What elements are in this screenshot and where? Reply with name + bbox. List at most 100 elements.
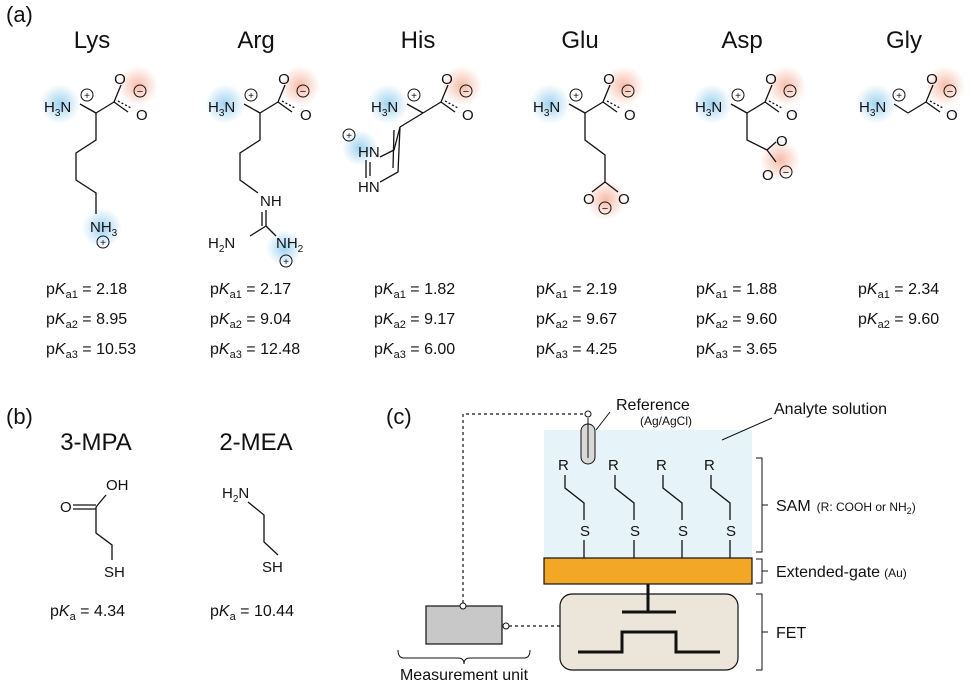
svg-text:S: S	[580, 523, 590, 540]
pka-glu: pKa1 = 2.19 pKa2 = 9.67 pKa3 = 4.25	[536, 281, 617, 361]
pka-2mea: pKa = 10.44	[210, 603, 294, 623]
pka-gly: pKa1 = 2.34 pKa2 = 9.60	[858, 281, 939, 331]
svg-text:+: +	[346, 131, 352, 142]
name-asp: Asp	[721, 27, 762, 54]
svg-text:−: −	[300, 86, 306, 98]
svg-text:O: O	[762, 167, 774, 184]
gly-pk2: 9.60	[908, 311, 939, 328]
svg-text:H3N: H3N	[44, 99, 71, 119]
svg-text:pKa1 = 2.19: pKa1 = 2.19	[536, 281, 617, 301]
svg-text:pKa3 = 10.53: pKa3 = 10.53	[46, 341, 136, 361]
unit-terminal-top	[459, 602, 467, 610]
svg-text:−: −	[602, 203, 608, 215]
svg-text:O: O	[583, 191, 595, 208]
svg-text:OH: OH	[106, 477, 129, 494]
panel-a-label: (a)	[6, 2, 33, 27]
svg-text:R: R	[608, 457, 619, 474]
svg-text:+: +	[100, 238, 106, 249]
structure-his: H3N + O O − HN HN +	[342, 66, 482, 196]
gate-label: Extended-gate(Au)	[776, 564, 907, 581]
sam-chains: RS RS RS RS	[558, 457, 736, 558]
svg-text:O: O	[776, 133, 788, 150]
gly-pk1: 2.34	[908, 281, 939, 298]
analyte-pointer	[721, 417, 773, 441]
svg-text:HN: HN	[358, 179, 380, 196]
arg-pk3: 12.48	[260, 341, 300, 358]
svg-text:HN: HN	[358, 144, 380, 161]
pka-lys: pKa1 = 2.18 pKa2 = 8.95 pKa3 = 10.53	[46, 281, 136, 361]
reference-label: Reference	[616, 397, 690, 414]
svg-text:O: O	[618, 191, 630, 208]
svg-text:S: S	[678, 523, 688, 540]
lys-pk1: 2.18	[96, 281, 127, 298]
svg-text:pKa1 = 2.17: pKa1 = 2.17	[210, 281, 291, 301]
svg-text:H3N: H3N	[208, 99, 235, 119]
fet-symbol	[578, 584, 720, 654]
unit-terminal-right	[502, 622, 510, 630]
svg-text:O: O	[300, 107, 312, 124]
svg-text:S: S	[726, 523, 736, 540]
svg-text:−: −	[625, 86, 631, 98]
wire-reference	[462, 413, 584, 603]
svg-text:pKa1 = 2.34: pKa1 = 2.34	[858, 281, 939, 301]
svg-text:pKa2 = 9.60: pKa2 = 9.60	[696, 311, 777, 331]
svg-text:O: O	[441, 71, 453, 88]
structure-lys: H3N + O O − NH3 +	[40, 66, 158, 249]
lys-pk3: 10.53	[96, 341, 136, 358]
svg-text:H3N: H3N	[859, 99, 886, 119]
svg-text:pKa3 = 3.65: pKa3 = 3.65	[696, 341, 777, 361]
structure-3mpa: OH O SH	[60, 477, 129, 581]
his-pk3: 6.00	[424, 341, 455, 358]
measurement-brace	[397, 649, 531, 665]
svg-text:+: +	[248, 91, 254, 102]
pka-3mpa: pKa = 4.34	[50, 603, 125, 623]
svg-text:pKa1 = 2.18: pKa1 = 2.18	[46, 281, 127, 301]
svg-text:H3N: H3N	[371, 99, 398, 119]
name-3mpa: 3-MPA	[60, 429, 132, 456]
analyte-label: Analyte solution	[774, 401, 887, 418]
reference-sublabel: (Ag/AgCl)	[640, 414, 692, 428]
measurement-label: Measurement unit	[400, 667, 529, 684]
svg-text:pKa1 = 1.88: pKa1 = 1.88	[696, 281, 777, 301]
svg-text:O: O	[946, 107, 958, 124]
svg-text:H2N: H2N	[208, 235, 235, 255]
svg-text:pKa2 = 9.60: pKa2 = 9.60	[858, 311, 939, 331]
svg-text:O: O	[624, 107, 636, 124]
svg-text:−: −	[947, 86, 953, 98]
lys-pk2: 8.95	[96, 311, 127, 328]
svg-text:O: O	[786, 107, 798, 124]
pka-his: pKa1 = 1.82 pKa2 = 9.17 pKa3 = 6.00	[374, 281, 455, 361]
svg-text:+: +	[573, 91, 579, 102]
name-2mea: 2-MEA	[219, 429, 292, 456]
svg-text:pKa2 = 9.17: pKa2 = 9.17	[374, 311, 455, 331]
svg-text:R: R	[558, 457, 569, 474]
svg-text:+: +	[84, 91, 90, 102]
svg-text:H3N: H3N	[533, 99, 560, 119]
arg-pk1: 2.17	[260, 281, 291, 298]
svg-text:SH: SH	[262, 559, 283, 576]
bracket-fet	[756, 593, 768, 671]
svg-text:O: O	[114, 71, 126, 88]
svg-text:−: −	[787, 86, 793, 98]
svg-text:R: R	[704, 457, 715, 474]
svg-text:pKa1 = 1.82: pKa1 = 1.82	[374, 281, 455, 301]
svg-text:pKa2 = 8.95: pKa2 = 8.95	[46, 311, 127, 331]
svg-text:pKa2 = 9.67: pKa2 = 9.67	[536, 311, 617, 331]
glu-pk1: 2.19	[586, 281, 617, 298]
structure-glu: H3N + O O − O O −	[530, 66, 644, 220]
bracket-gate	[756, 558, 768, 584]
arg-pk2: 9.04	[260, 311, 291, 328]
svg-text:−: −	[783, 167, 789, 179]
svg-text:pKa2 = 9.04: pKa2 = 9.04	[210, 311, 291, 331]
sam-label: SAM(R: COOH or NH2)	[776, 498, 916, 516]
structure-2mea: H2N SH	[222, 485, 283, 576]
svg-text:S: S	[630, 523, 640, 540]
svg-text:O: O	[926, 71, 938, 88]
svg-text:O: O	[462, 107, 474, 124]
svg-text:+: +	[411, 91, 417, 102]
svg-text:NH: NH	[260, 193, 282, 210]
pka-asp: pKa1 = 1.88 pKa2 = 9.60 pKa3 = 3.65	[696, 281, 777, 361]
panel-c-label: (c)	[386, 404, 412, 429]
extended-gate-electrode	[543, 557, 753, 585]
